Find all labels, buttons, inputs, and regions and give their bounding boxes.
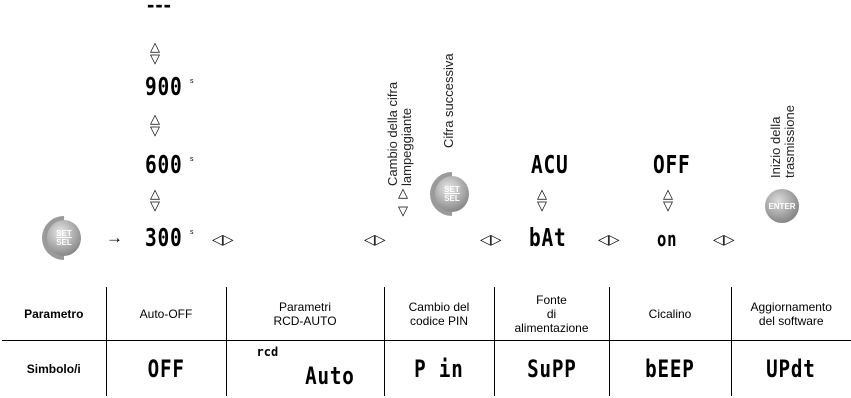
value-900: 900 [145, 72, 183, 101]
rcd-small-label: rcd [256, 345, 279, 359]
down-arrow-icon: ▽ [150, 51, 160, 66]
up-arrow-icon: △ [398, 185, 408, 200]
up-arrow-icon: △ [150, 39, 160, 54]
enter-button[interactable]: ENTER [765, 189, 799, 223]
symbol-supp: SuPP [493, 340, 610, 396]
set-label: SET [56, 229, 72, 238]
symbol-rcd-auto: rcd Auto [225, 340, 385, 396]
sel-label: SEL [56, 238, 72, 247]
down-arrow-icon: ▽ [663, 198, 673, 213]
label-next-digit: Cifra successiva [441, 53, 456, 148]
left-right-arrow-icon: ◁▷ [480, 231, 502, 247]
symbol-beep: bEEP [608, 340, 732, 396]
set-sel-button[interactable]: SET SEL [42, 216, 86, 260]
label-change-digit: Cambio della cifra lampeggiante [385, 81, 414, 186]
left-right-arrow-icon: ◁▷ [713, 231, 735, 247]
power-acu: ACU [531, 150, 569, 179]
symbol-updt: UPdt [730, 340, 851, 396]
up-arrow-icon: △ [150, 111, 160, 126]
param-auto-off: Auto-OFF [105, 287, 227, 341]
left-right-arrow-icon: ◁▷ [598, 231, 620, 247]
sel-label: SEL [444, 194, 460, 203]
set-sel-button-pin[interactable]: SET SEL [430, 172, 474, 216]
value-600: 600 [145, 150, 183, 179]
buzzer-on: on [657, 227, 678, 251]
up-arrow-icon: △ [537, 186, 547, 201]
set-label: SET [444, 185, 460, 194]
unit-s: s [190, 229, 194, 236]
left-right-arrow-icon: ◁▷ [364, 231, 386, 247]
unit-s: s [190, 156, 194, 163]
label-start-transmission: Inizio della trasmissione [768, 105, 797, 178]
down-arrow-icon: ▽ [150, 198, 160, 213]
row-label-simbolo: Simbolo/i [2, 340, 107, 396]
power-bat: bAt [529, 223, 567, 252]
left-right-arrow-icon: ◁▷ [212, 231, 234, 247]
up-arrow-icon: △ [150, 186, 160, 201]
down-arrow-icon: ▽ [398, 203, 408, 218]
param-buzzer: Cicalino [608, 287, 732, 341]
unit-s: s [190, 78, 194, 85]
up-arrow-icon: △ [663, 186, 673, 201]
dashes-indicator: --- [147, 0, 172, 17]
symbol-pin: P in [383, 340, 495, 396]
symbol-off: OFF [105, 340, 227, 396]
right-arrow-icon: → [106, 228, 123, 247]
table-row: Simbolo/i OFF rcd Auto P in SuPP bEEP UP… [2, 340, 851, 396]
row-label-parametro: Parametro [2, 287, 107, 341]
down-arrow-icon: ▽ [537, 198, 547, 213]
down-arrow-icon: ▽ [150, 123, 160, 138]
value-300: 300 [145, 223, 183, 252]
buzzer-off: OFF [653, 150, 691, 179]
